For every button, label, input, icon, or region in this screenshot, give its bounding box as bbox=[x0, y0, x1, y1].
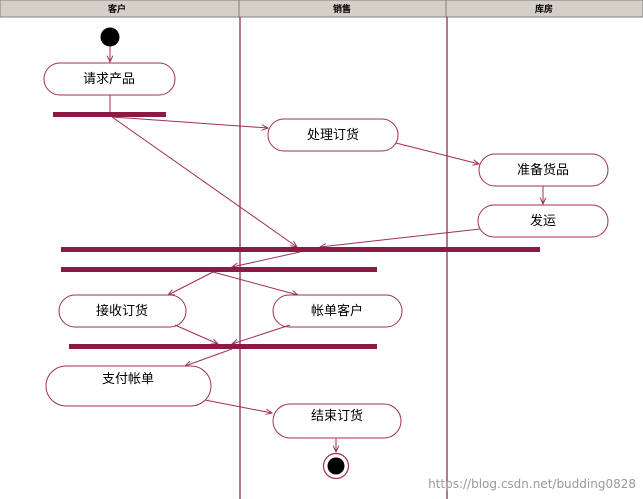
flow-arrow bbox=[174, 324, 218, 344]
flow-arrow bbox=[232, 251, 301, 267]
action-label: 准备货品 bbox=[517, 162, 569, 178]
final-node bbox=[322, 452, 350, 480]
action-ship: 发运 bbox=[477, 204, 609, 238]
flow-arrow bbox=[232, 324, 291, 344]
action-close-order: 结束订货 bbox=[272, 403, 402, 439]
fork-bar bbox=[53, 112, 166, 117]
flow-arrow bbox=[204, 399, 272, 413]
flow-arrow bbox=[168, 271, 214, 295]
flow-arrow bbox=[395, 142, 479, 164]
action-label: 结束订货 bbox=[311, 408, 363, 424]
action-request-product: 请求产品 bbox=[43, 62, 176, 96]
action-pay-bill: 支付帐单 bbox=[45, 365, 212, 407]
flow-arrow bbox=[185, 348, 233, 366]
action-label: 发运 bbox=[530, 213, 556, 229]
action-bill-customer: 帐单客户 bbox=[272, 294, 403, 328]
swimlane-header: 客户 销售 库房 bbox=[0, 0, 643, 18]
swimlane-customer: 客户 bbox=[107, 3, 126, 15]
join-bar bbox=[69, 344, 377, 349]
action-label: 支付帐单 bbox=[102, 372, 154, 387]
action-label: 帐单客户 bbox=[311, 303, 363, 319]
flow-arrow bbox=[111, 116, 297, 247]
flow-arrow bbox=[212, 271, 298, 295]
action-label: 处理订货 bbox=[307, 127, 359, 143]
action-process-order: 处理订货 bbox=[267, 118, 399, 152]
watermark-text: https://blog.csdn.net/budding0828 bbox=[428, 477, 636, 491]
initial-node bbox=[100, 27, 120, 47]
flow-arrow bbox=[320, 228, 481, 247]
action-prepare-goods: 准备货品 bbox=[478, 153, 609, 187]
fork-bar bbox=[61, 267, 377, 272]
swimlane-warehouse: 库房 bbox=[535, 3, 553, 15]
action-label: 请求产品 bbox=[83, 72, 135, 87]
join-bar bbox=[61, 247, 540, 252]
action-label: 接收订货 bbox=[96, 303, 148, 319]
flow-arrow bbox=[111, 116, 268, 128]
swimlane-sales: 销售 bbox=[333, 3, 351, 15]
action-receive-order: 接收订货 bbox=[58, 294, 187, 328]
